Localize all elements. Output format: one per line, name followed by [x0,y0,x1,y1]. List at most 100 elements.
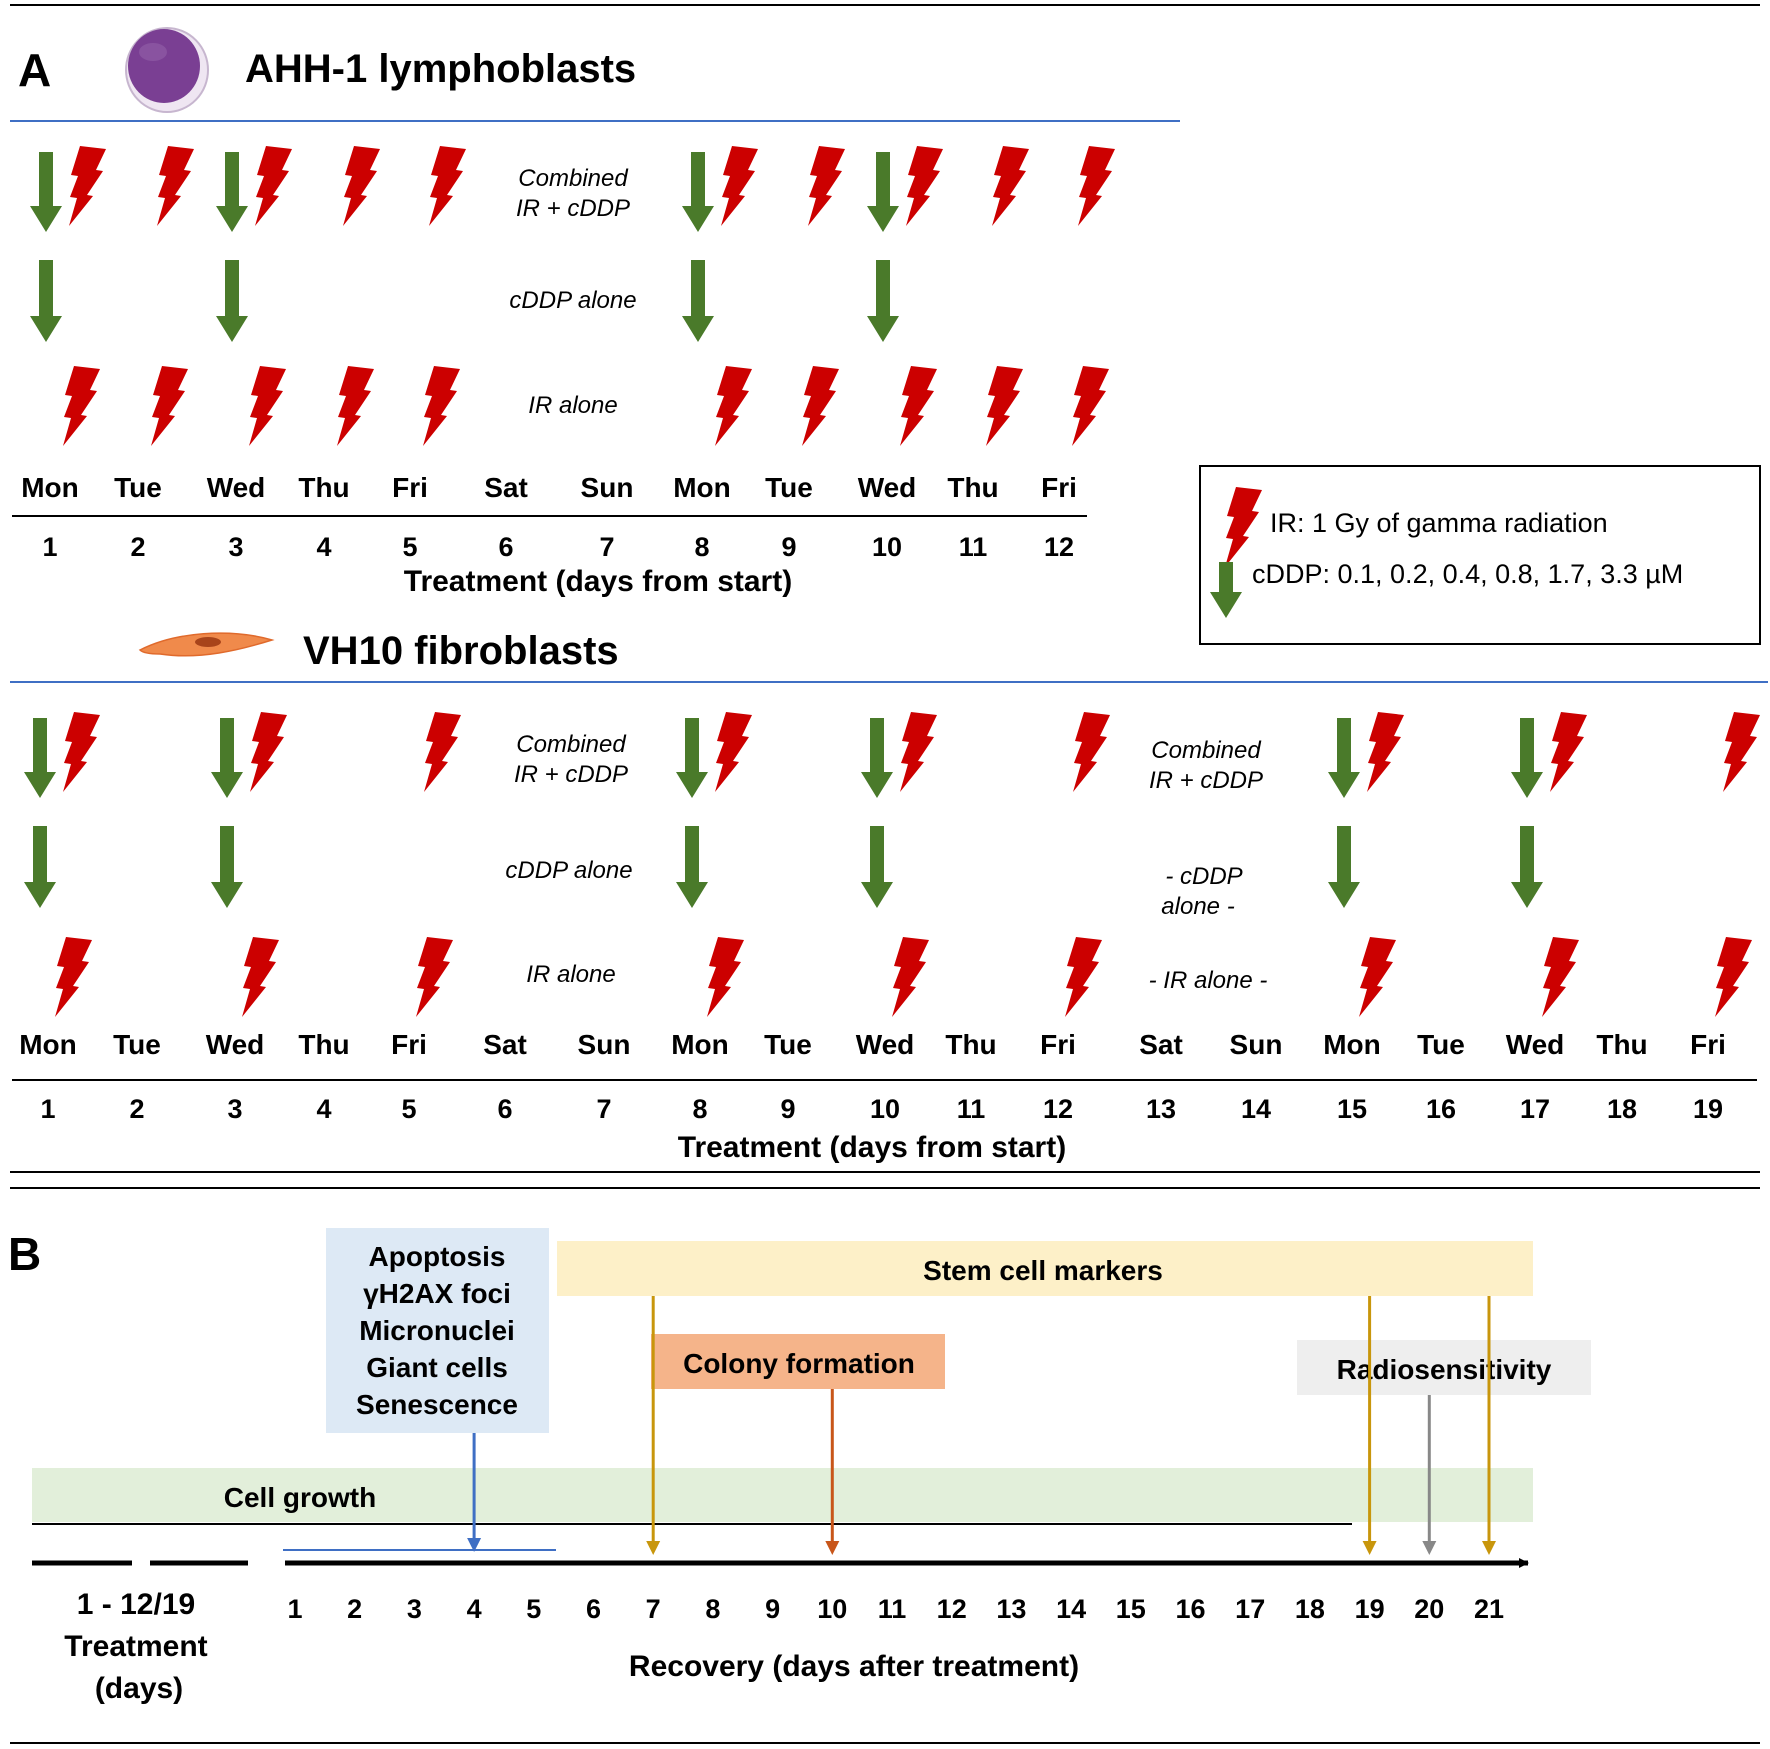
vh10-day-number: 18 [1607,1094,1637,1124]
assays-box [326,1228,549,1433]
vh10-ir-alone-bolt [416,937,453,1017]
ahh1-day-number: 2 [130,532,145,562]
colony-formation-label: Colony formation [683,1348,915,1379]
ahh1-day-number: 4 [316,532,331,562]
recovery-day-number: 15 [1116,1594,1146,1624]
recovery-day-number: 20 [1414,1594,1444,1624]
vh10-day-number: 11 [957,1094,986,1124]
vh10-day-number: 2 [129,1094,144,1124]
ahh1-row-label-combined-2: IR + cDDP [516,195,630,222]
ahh1-combined-ir-bolt [157,146,194,226]
assay-apoptosis: Apoptosis [369,1241,506,1272]
ahh1-day-number: 7 [599,532,614,562]
vh10-combined-cddp-arrow [676,718,708,798]
vh10-day-number: 19 [1693,1094,1723,1124]
cell-growth-box [32,1468,1533,1522]
assay-gh2ax-foci: γH2AX foci [363,1278,511,1309]
vh10-mid-label-combined-2: IR + cDDP [1149,767,1263,794]
ahh1-combined-ir-bolt [255,146,292,226]
recovery-day-number: 14 [1056,1594,1086,1624]
recovery-day-number: 17 [1235,1594,1265,1624]
ahh1-weekday: Thu [298,472,349,503]
vh10-combined-ir-bolt [1367,712,1404,792]
recovery-day-number: 21 [1474,1594,1504,1624]
ahh1-combined-cddp-arrow [216,152,248,232]
ahh1-weekday: Mon [673,472,731,503]
ahh1-combined-ir-bolt [1078,146,1115,226]
vh10-combined-ir-bolt [1550,712,1587,792]
legend-ir-bolt [1225,487,1262,567]
cell-growth-label: Cell growth [224,1482,376,1513]
legend-cddp-icon [1210,562,1242,618]
ahh1-ir-alone-bolt [423,366,460,446]
vh10-cddp-alone-arrow [861,826,893,908]
ahh1-combined-ir-bolt [992,146,1029,226]
recovery-day-number: 9 [765,1594,780,1624]
recovery-day-number: 6 [586,1594,601,1624]
recovery-day-number: 5 [526,1594,541,1624]
panel-a-label: A [18,44,51,96]
vh10-day-number: 6 [497,1094,512,1124]
ahh1-weekday: Fri [1041,472,1077,503]
ahh1-ir-alone-bolt [249,366,286,446]
vh10-weekday: Mon [1323,1029,1381,1060]
vh10-cddp-alone-arrow [1511,826,1543,908]
vh10-axis-title: Treatment (days from start) [678,1131,1066,1164]
ahh1-treatment-marks [30,146,1115,446]
vh10-cddp-alone-arrow [24,826,56,908]
vh10-weekday: Mon [19,1029,77,1060]
stem-cell-marker-arrow [646,1296,661,1555]
ahh1-cddp-alone-arrow [682,260,714,342]
vh10-weekday: Tue [764,1029,812,1060]
vh10-day-number: 15 [1337,1094,1367,1124]
vh10-day-number: 7 [596,1094,611,1124]
vh10-combined-ir-bolt [424,712,461,792]
vh10-mid-label-cddp-2: alone - [1161,893,1234,920]
ahh1-cddp-alone-arrow [30,260,62,342]
assay-giant-cells: Giant cells [366,1352,508,1383]
treatment-title-2: (days) [95,1672,183,1705]
legend-cddp-arrow [1210,562,1242,618]
recovery-day-number: 10 [817,1594,847,1624]
vh10-weekday: Sat [1139,1029,1183,1060]
vh10-row-label-ir: IR alone [526,961,615,988]
recovery-day-number: 4 [467,1594,482,1624]
ahh1-axis-title: Treatment (days from start) [404,565,792,598]
ahh1-ir-alone-bolt [802,366,839,446]
vh10-combined-cddp-arrow [1511,718,1543,798]
vh10-combined-cddp-arrow [211,718,243,798]
vh10-day-number: 1 [40,1094,55,1124]
ahh1-ir-alone-bolt [900,366,937,446]
recovery-axis-title: Recovery (days after treatment) [629,1650,1079,1683]
ahh1-combined-ir-bolt [906,146,943,226]
stem-cell-marker-arrow [1362,1296,1377,1555]
vh10-combined-cddp-arrow [1328,718,1360,798]
vh10-ir-alone-bolt [1715,937,1752,1017]
vh10-day-number: 14 [1241,1094,1271,1124]
ahh1-day-number: 9 [781,532,796,562]
ahh1-weekday: Mon [21,472,79,503]
vh10-ir-alone-bolt [707,937,744,1017]
vh10-ir-alone-bolt [1359,937,1396,1017]
legend-ir-icon [1225,487,1262,567]
vh10-cddp-alone-arrow [676,826,708,908]
ahh1-combined-ir-bolt [69,146,106,226]
ahh1-title: AHH-1 lymphoblasts [245,47,636,91]
vh10-ir-alone-bolt [1065,937,1102,1017]
vh10-weekday: Thu [298,1029,349,1060]
ahh1-day-number: 11 [959,532,988,562]
ahh1-weekday: Fri [392,472,428,503]
recovery-day-number: 2 [347,1594,362,1624]
recovery-day-number: 7 [646,1594,661,1624]
ahh1-combined-cddp-arrow [682,152,714,232]
vh10-ir-alone-bolt [55,937,92,1017]
ahh1-weekday: Sun [581,472,634,503]
vh10-row-label-combined-2: IR + cDDP [514,761,628,788]
ahh1-combined-ir-bolt [429,146,466,226]
lymphoblast-cell-icon [125,27,209,113]
assay-time-markers [467,1296,1496,1555]
vh10-combined-ir-bolt [900,712,937,792]
assays-marker-arrow [467,1433,482,1552]
